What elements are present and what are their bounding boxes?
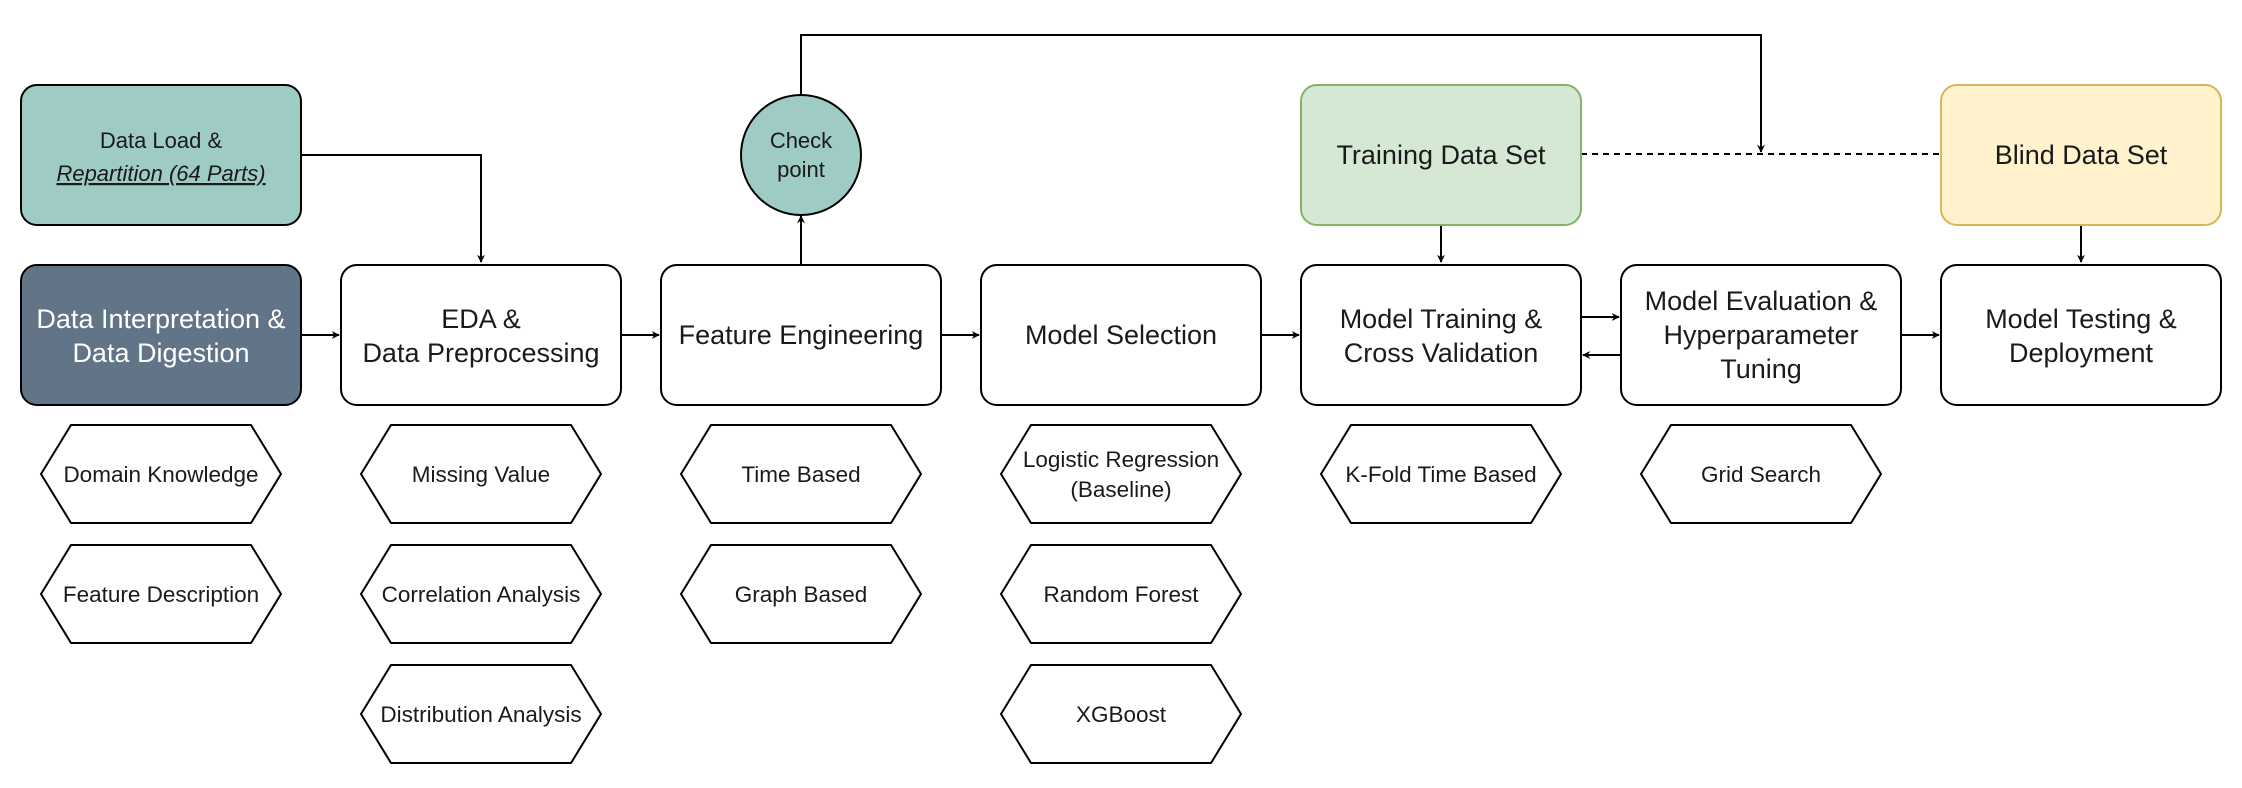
model-selection-label: Model Selection (1025, 320, 1217, 350)
model-selection-node: Model Selection (980, 264, 1262, 406)
technique-hexagon (999, 544, 1243, 644)
data-load-line1: Data Load & (100, 128, 223, 153)
model-evaluation-line3: Tuning (1720, 354, 1802, 384)
technique-label: Domain Knowledge (63, 462, 258, 487)
model-testing-box (1940, 264, 2222, 406)
technique-label: Correlation Analysis (382, 582, 581, 607)
technique-label: K-Fold Time Based (1345, 462, 1536, 487)
blind-data-set-box (1940, 84, 2222, 226)
technique-hexagon (679, 424, 923, 524)
eda-node: EDA & Data Preprocessing (340, 264, 622, 406)
model-evaluation-box (1620, 264, 1902, 406)
technique-hexagon (999, 664, 1243, 764)
edge-data-load-to-eda (300, 154, 485, 263)
technique-label: Grid Search (1701, 462, 1821, 487)
blind-data-set-label: Blind Data Set (1995, 140, 2168, 170)
technique-label: XGBoost (1076, 702, 1167, 727)
blind-data-set-node: Blind Data Set (1940, 84, 2222, 226)
technique-label: (Baseline) (1070, 477, 1171, 502)
technique-label: Graph Based (735, 582, 868, 607)
model-testing-line1: Model Testing & (1985, 304, 2177, 334)
eda-line1: EDA & (441, 304, 521, 334)
technique-label: Distribution Analysis (380, 702, 581, 727)
techniques-model-training: K-Fold Time Based (1319, 424, 1563, 524)
technique-label: Random Forest (1043, 582, 1199, 607)
checkpoint-line1: Check (770, 128, 833, 153)
interpretation-line1: Data Interpretation & (36, 304, 285, 334)
checkpoint-node: Check point (740, 94, 862, 216)
model-training-line1: Model Training & (1340, 304, 1543, 334)
technique-hexagon (39, 544, 283, 644)
interpretation-node: Data Interpretation & Data Digestion (20, 264, 302, 406)
technique-hexagon (999, 424, 1243, 524)
checkpoint-circle (740, 94, 862, 216)
data-load-node: Data Load & Repartition (64 Parts) (20, 84, 302, 226)
technique-hexagon (359, 544, 603, 644)
feature-engineering-box (660, 264, 942, 406)
technique-label: Time Based (741, 462, 860, 487)
feature-engineering-node: Feature Engineering (660, 264, 942, 406)
training-data-set-box (1300, 84, 1582, 226)
feature-engineering-label: Feature Engineering (679, 320, 924, 350)
model-training-box (1300, 264, 1582, 406)
checkpoint-line2: point (777, 157, 825, 182)
model-testing-node: Model Testing & Deployment (1940, 264, 2222, 406)
technique-hexagon (359, 664, 603, 764)
interpretation-box (20, 264, 302, 406)
techniques-model-selection: Logistic Regression (Baseline) Random Fo… (999, 424, 1243, 764)
technique-label: Missing Value (412, 462, 550, 487)
model-evaluation-node: Model Evaluation & Hyperparameter Tuning (1620, 264, 1902, 406)
model-training-node: Model Training & Cross Validation (1300, 264, 1582, 406)
technique-hexagon (1319, 424, 1563, 524)
data-load-box (20, 84, 302, 226)
interpretation-line2: Data Digestion (72, 338, 249, 368)
technique-label: Logistic Regression (1023, 447, 1219, 472)
technique-hexagon (39, 424, 283, 524)
techniques-model-evaluation: Grid Search (1639, 424, 1883, 524)
training-data-set-node: Training Data Set (1300, 84, 1582, 226)
edges (300, 34, 2085, 359)
eda-line2: Data Preprocessing (362, 338, 599, 368)
model-evaluation-line2: Hyperparameter (1663, 320, 1858, 350)
model-testing-line2: Deployment (2009, 338, 2154, 368)
technique-label: Feature Description (63, 582, 259, 607)
technique-hexagon (1639, 424, 1883, 524)
eda-box (340, 264, 622, 406)
model-training-line2: Cross Validation (1344, 338, 1539, 368)
techniques-feature-engineering: Time Based Graph Based (679, 424, 923, 644)
data-load-line2: Repartition (64 Parts) (56, 161, 265, 186)
techniques-interpretation: Domain Knowledge Feature Description (39, 424, 283, 644)
model-evaluation-line1: Model Evaluation & (1645, 286, 1878, 316)
edge-checkpoint-loop-to-training (800, 34, 1765, 153)
training-data-set-label: Training Data Set (1336, 140, 1546, 170)
techniques-eda: Missing Value Correlation Analysis Distr… (359, 424, 603, 764)
technique-hexagon (679, 544, 923, 644)
model-selection-box (980, 264, 1262, 406)
technique-hexagon (359, 424, 603, 524)
